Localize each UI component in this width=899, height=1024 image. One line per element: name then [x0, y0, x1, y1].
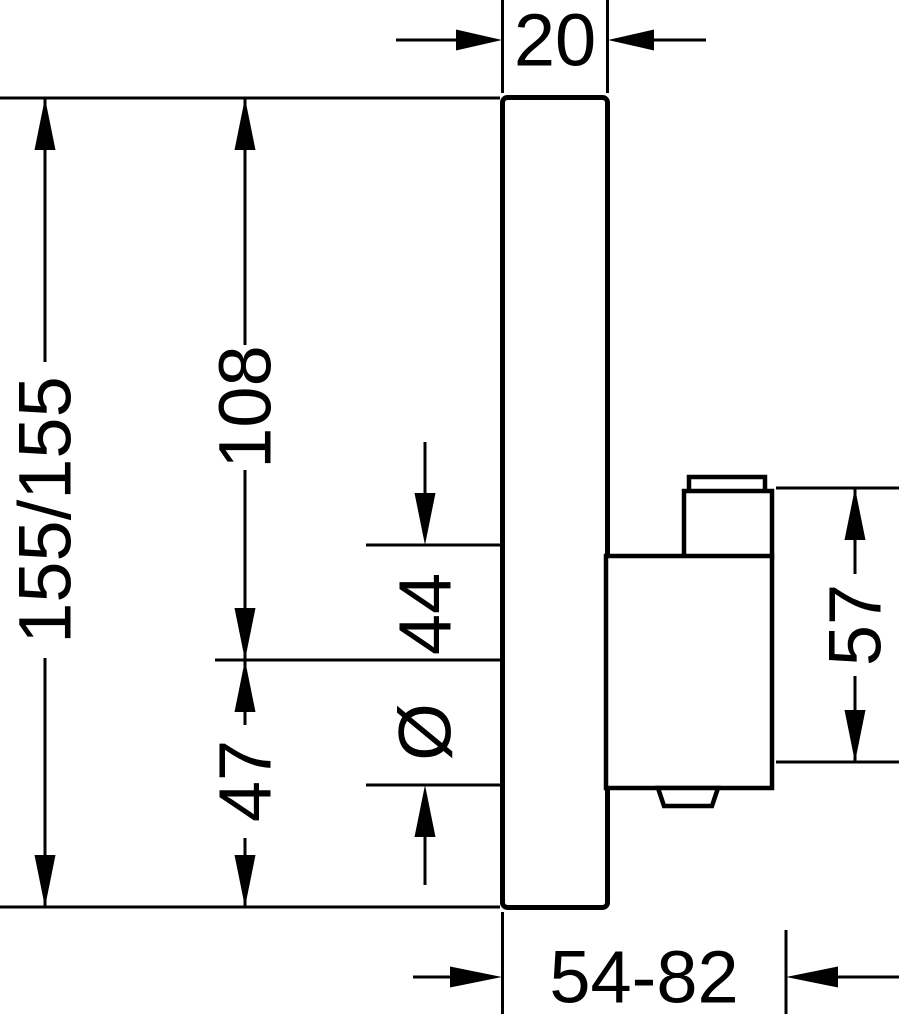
dimension-handle-center-to-bottom: 47	[204, 660, 287, 907]
dimension-handle-height: 57	[776, 486, 899, 764]
dimension-label-57: 57	[814, 584, 897, 666]
dimension-label-44: 44	[384, 573, 467, 655]
fixture	[500, 95, 775, 910]
dimension-label-plate-size: 155/155	[4, 376, 87, 644]
mixer-plate	[500, 95, 610, 910]
dimension-plate-thickness: 20	[396, 0, 706, 93]
arrowhead-down-icon	[844, 710, 866, 762]
arrowhead-down-icon	[234, 855, 256, 907]
arrowhead-up-icon	[234, 660, 256, 712]
valve-bottom-tab	[654, 785, 722, 809]
handle-paddle	[681, 488, 775, 560]
arrowhead-down-icon	[414, 493, 436, 545]
dimension-label-plate-thickness: 20	[514, 0, 596, 82]
dimension-diameter-44: 44 Ø	[366, 442, 502, 885]
arrowhead-left-icon	[786, 966, 838, 988]
arrowhead-up-icon	[414, 785, 436, 837]
arrowhead-down-icon	[234, 608, 256, 660]
dimension-label-depth-range: 54-82	[549, 936, 738, 1019]
dimension-top-to-handle-center: 108	[204, 98, 287, 660]
arrowhead-up-icon	[34, 98, 56, 150]
arrowhead-up-icon	[844, 488, 866, 540]
arrowhead-left-icon	[608, 29, 654, 51]
arrowhead-down-icon	[34, 855, 56, 907]
diameter-symbol-icon: Ø	[384, 703, 467, 761]
valve-body	[603, 553, 775, 791]
arrowhead-up-icon	[234, 98, 256, 150]
arrowhead-right-icon	[450, 966, 502, 988]
dimension-plate-size: 155/155	[0, 96, 500, 909]
dimension-label-108: 108	[204, 345, 287, 468]
arrowhead-right-icon	[456, 29, 502, 51]
dimension-label-47: 47	[204, 740, 287, 822]
dimension-depth-range: 54-82	[413, 912, 899, 1019]
